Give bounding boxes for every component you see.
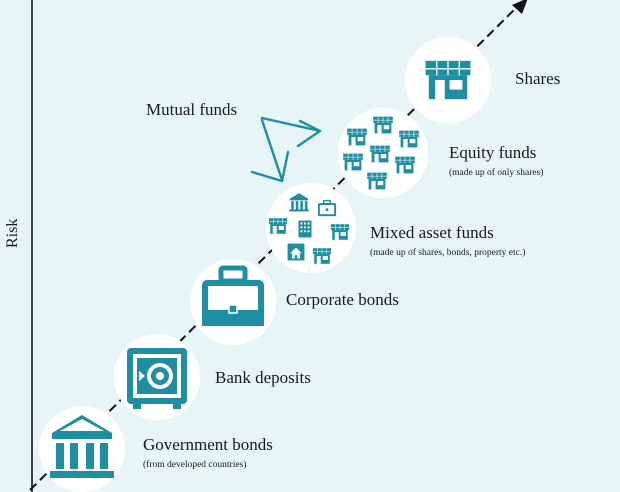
briefcase-icon: [202, 265, 264, 326]
label-bank-deposits: Bank deposits: [215, 368, 311, 387]
mutual-funds-arrows: [250, 116, 322, 183]
label-mixed-asset-funds: Mixed asset funds: [370, 223, 494, 242]
item-circles: [39, 37, 491, 492]
safe-icon: [127, 348, 187, 409]
label-corporate-bonds: Corporate bonds: [286, 290, 399, 309]
sublabel-mixed-asset-funds: (made up of shares, bonds, property etc.…: [370, 248, 526, 258]
bank-building-icon: [50, 415, 114, 478]
arrow-head: [512, 0, 528, 14]
label-equity-funds: Equity funds: [449, 143, 537, 162]
sublabel-equity-funds: (made up of only shares): [449, 168, 544, 178]
circle-government-bonds: [39, 406, 125, 492]
callout-mutual-funds: Mutual funds: [146, 100, 238, 119]
label-shares: Shares: [515, 69, 561, 88]
shop-icon: [424, 60, 472, 100]
y-axis-label: Risk: [4, 218, 21, 248]
sublabel-government-bonds: (from developed countries): [143, 460, 247, 470]
label-government-bonds: Government bonds: [143, 435, 273, 454]
